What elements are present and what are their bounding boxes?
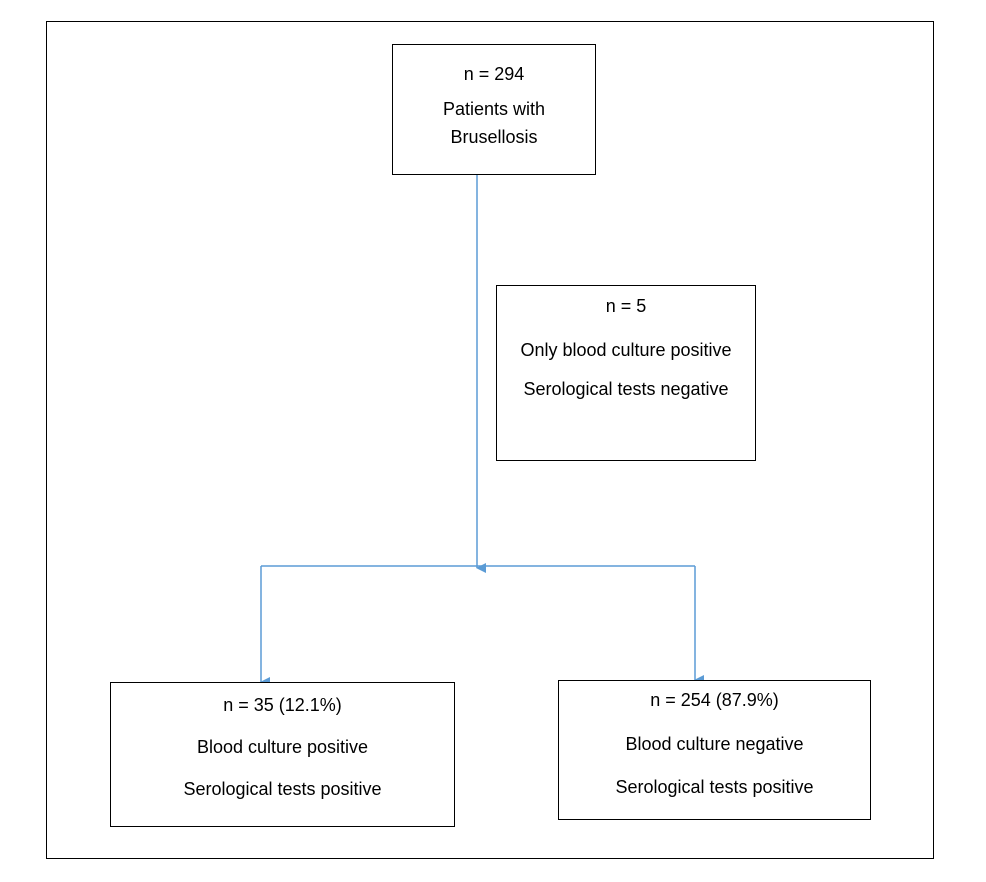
- culture-negative-box: n = 254 (87.9%) Blood culture negative S…: [558, 680, 871, 820]
- culture-negative-count: n = 254 (87.9%): [650, 690, 779, 710]
- culture-negative-label-line1: Blood culture negative: [625, 734, 804, 754]
- diagram-frame: [46, 21, 934, 859]
- excluded-patients-count: n = 5: [605, 296, 647, 316]
- culture-positive-count: n = 35 (12.1%): [223, 695, 342, 715]
- total-patients-label-line2: Brusellosis: [450, 127, 538, 147]
- excluded-patients-label-line2: Serological tests negative: [523, 379, 729, 399]
- culture-negative-label-line2: Serological tests positive: [615, 777, 814, 797]
- excluded-patients-box: n = 5 Only blood culture positive Serolo…: [496, 285, 756, 461]
- total-patients-box: n = 294 Patients with Brusellosis: [392, 44, 596, 175]
- excluded-patients-label-line1: Only blood culture positive: [520, 340, 732, 360]
- culture-positive-label-line2: Serological tests positive: [183, 779, 382, 799]
- culture-positive-label-line1: Blood culture positive: [196, 737, 369, 757]
- total-patients-label-line1: Patients with: [442, 99, 546, 119]
- culture-positive-box: n = 35 (12.1%) Blood culture positive Se…: [110, 682, 455, 827]
- total-patients-count: n = 294: [463, 64, 525, 84]
